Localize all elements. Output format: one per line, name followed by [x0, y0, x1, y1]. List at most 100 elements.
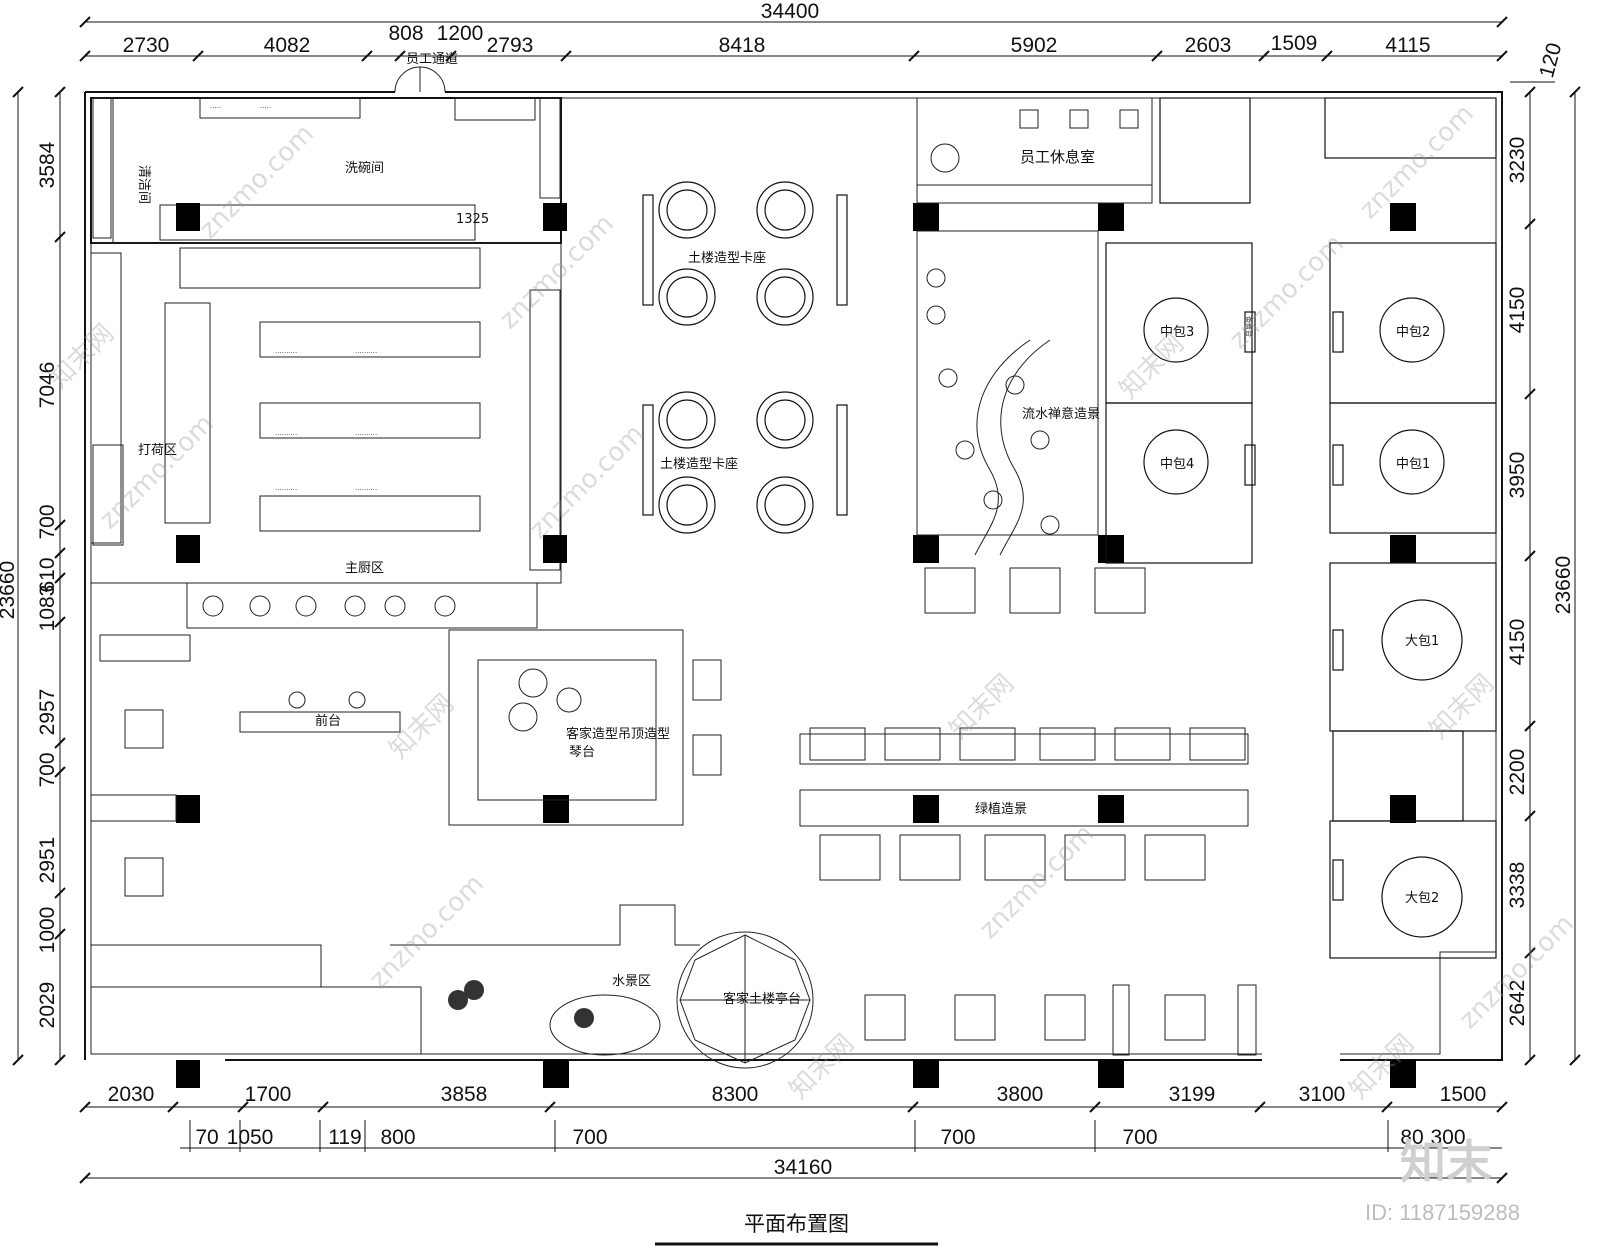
left-dim-10: 2029 [36, 982, 59, 1029]
small-dim-6: 700 [940, 1126, 975, 1149]
zen-landscape: 流水禅意造景 [916, 230, 1100, 556]
private-m4-label: 中包4 [1160, 457, 1194, 472]
bottom-total-dim: 34160 [774, 1156, 832, 1179]
watermark-site-4: znzmo.com [524, 419, 650, 545]
watermark-site-2: znzmo.com [94, 409, 220, 535]
svg-text:··········: ·········· [275, 431, 297, 439]
ceiling-side-tables [692, 659, 722, 776]
small-dim-8: 80 [1400, 1126, 1423, 1149]
watermark-logo: 知末 [1400, 1135, 1492, 1189]
small-dim-3: 119 [328, 1126, 361, 1149]
watermark-brand-1: 知末网 [44, 319, 120, 395]
left-dim-1: 3584 [36, 141, 59, 188]
left-dim-8: 2951 [36, 837, 59, 884]
cleaning-room-label: 清洁间 [136, 165, 151, 204]
staff-lounge-label: 员工休息室 [1020, 148, 1095, 166]
main-kitchen-label: 主厨区 [345, 561, 384, 576]
piano-stage-label: 琴台 [569, 745, 595, 760]
kitchen-area: ·········· ···················· ········… [90, 52, 562, 662]
tulou-booth-label-2: 土楼造型卡座 [660, 457, 738, 472]
bottom-dim-2: 1700 [245, 1083, 292, 1106]
svg-text:··········: ·········· [355, 349, 377, 357]
left-dim-7: 700 [36, 752, 59, 787]
left-total-dim: 23660 [0, 561, 19, 619]
top-dim-3: 808 [388, 22, 423, 45]
tulou-booths [642, 181, 848, 534]
left-dim-2: 7046 [36, 362, 59, 409]
small-dim-2: 1050 [227, 1126, 274, 1149]
zen-landscape-label: 流水禅意造景 [1022, 406, 1100, 422]
svg-text:·····: ····· [260, 104, 271, 112]
staff-passage-label: 员工通道 [406, 52, 458, 67]
svg-text:··········: ·········· [275, 486, 297, 494]
watermark-site-7: znzmo.com [1224, 229, 1350, 355]
private-m1-label: 中包1 [1396, 457, 1430, 472]
front-desk-label: 前台 [315, 713, 341, 729]
top-total-dim: 34400 [761, 0, 819, 23]
top-dim-9: 1509 [1271, 32, 1318, 55]
kitchen-equipment [90, 97, 561, 662]
large-1-label: 大包1 [1405, 634, 1439, 649]
hakka-ceiling: 客家造型吊顶造型 琴台 [448, 629, 684, 826]
bottom-dim-4: 8300 [712, 1083, 759, 1106]
svg-text:··········: ·········· [355, 486, 377, 494]
watermark-id: ID: 1187159288 [1365, 1200, 1520, 1225]
right-dim-6: 3338 [1506, 862, 1529, 909]
water-area-label: 水景区 [612, 974, 651, 989]
private-m3-label: 中包3 [1160, 325, 1194, 340]
watermark-brand-5: 知末网 [1114, 329, 1190, 405]
bottom-dim-5: 3800 [997, 1083, 1044, 1106]
watermark-site-8: znzmo.com [1354, 99, 1480, 225]
watermark-site-5: znzmo.com [364, 869, 490, 995]
outer-walls [84, 91, 1503, 1061]
bottom-dim-1: 2030 [108, 1083, 155, 1106]
drawing-title: 平面布置图 [744, 1212, 849, 1236]
watermark-site-1: znzmo.com [194, 119, 320, 245]
hall-tables [90, 709, 422, 1055]
left-dim-6: 2957 [36, 689, 59, 736]
watermark-brand-4: 知末网 [944, 669, 1020, 745]
small-dim-1: 70 [195, 1126, 218, 1149]
structural-columns [176, 203, 1416, 1088]
dimension-texts: 34400 2730 4082 808 1200 2793 8418 5902 … [0, 0, 1575, 1179]
left-dim-4: 610 [36, 557, 59, 592]
watermark-layer: znzmo.com 知末网 znzmo.com znzmo.com znzmo.… [44, 99, 1580, 1105]
right-dim-3: 3950 [1506, 452, 1529, 499]
top-dim-4: 1200 [437, 22, 484, 45]
tulou-pavilion-label: 客家土楼亭台 [723, 991, 801, 1007]
south-tables [864, 984, 1257, 1056]
left-dim-5: 1083 [36, 585, 59, 632]
right-dim-5: 2200 [1506, 749, 1529, 796]
right-dim-1: 3230 [1506, 137, 1529, 184]
dishwash-label: 洗碗间 [345, 160, 384, 176]
right-dim-7: 2642 [1506, 980, 1529, 1027]
hakka-ceiling-label: 客家造型吊顶造型 [566, 726, 670, 742]
tulou-booth-label-1: 土楼造型卡座 [688, 251, 766, 266]
central-dining [799, 567, 1249, 881]
right-dim-4: 4150 [1506, 619, 1529, 666]
small-dim-5: 700 [572, 1126, 607, 1149]
top-dim-10: 4115 [1385, 34, 1430, 57]
svg-text:·····: ····· [210, 104, 221, 112]
right-total-dim: 23660 [1552, 556, 1575, 614]
top-dim-5: 2793 [487, 34, 534, 57]
bottom-dim-3: 3858 [441, 1083, 488, 1106]
green-landscape-label: 绿植造景 [975, 802, 1027, 817]
large-2-label: 大包2 [1405, 891, 1439, 906]
corner-dim: 120 [1535, 40, 1566, 80]
left-dim-9: 1000 [36, 907, 59, 954]
bottom-dim-7: 3100 [1299, 1083, 1346, 1106]
service-station-label: 备餐台 [1245, 316, 1254, 337]
right-dim-2: 4150 [1506, 287, 1529, 334]
watermark-brand-6: 知末网 [1424, 669, 1500, 745]
small-dim-9: 300 [1430, 1126, 1465, 1149]
svg-text:··········: ·········· [355, 431, 377, 439]
kitchen-equipment-labels: ·········· ···················· ········… [210, 104, 377, 494]
top-dim-2: 4082 [264, 34, 311, 57]
small-dim-4: 800 [380, 1126, 415, 1149]
pack-area-label: 打荷区 [138, 443, 177, 458]
top-dim-6: 8418 [719, 34, 766, 57]
bottom-dim-8: 1500 [1440, 1083, 1487, 1106]
front-desk: 前台 [239, 691, 401, 733]
